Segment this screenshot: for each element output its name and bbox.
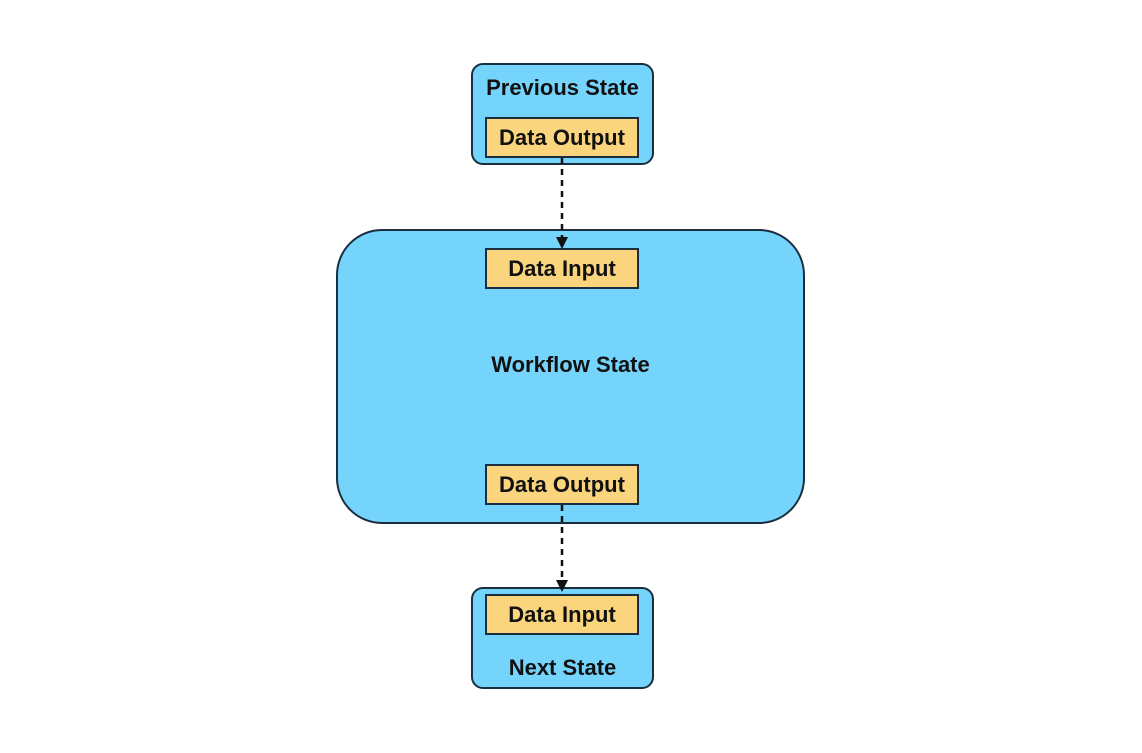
workflow-state-data-input-port: Data Input xyxy=(485,248,639,289)
next-state-data-input-port: Data Input xyxy=(485,594,639,635)
next-state-label: Next State xyxy=(508,655,617,680)
workflow-state-data-output-port: Data Output xyxy=(485,464,639,505)
previous-state-data-output-port: Data Output xyxy=(485,117,639,158)
workflow-state-label: Workflow State xyxy=(491,352,650,377)
previous-state-label: Previous State xyxy=(486,75,639,100)
